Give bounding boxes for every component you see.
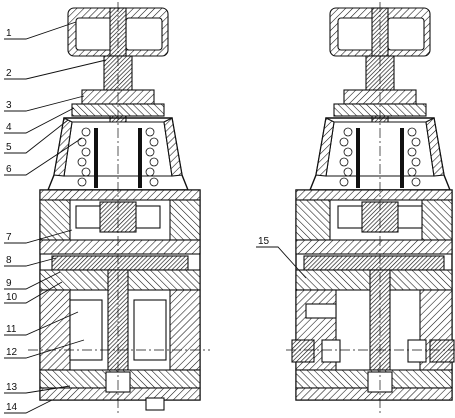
callout-5: 5 [4, 119, 69, 154]
callout-label-8: 8 [6, 255, 12, 266]
callout-1: 1 [4, 21, 77, 40]
callout-6: 6 [4, 137, 83, 176]
callout-label-9: 9 [6, 278, 12, 289]
callout-15: 15 [256, 236, 307, 279]
callout-14: 14 [4, 399, 53, 414]
callout-12: 12 [4, 339, 85, 359]
right-section-view [286, 2, 455, 416]
callout-label-15: 15 [258, 236, 270, 247]
callout-4: 4 [4, 107, 75, 134]
callout-label-3: 3 [6, 100, 12, 111]
valve-body-right [295, 189, 453, 401]
callout-label-10: 10 [6, 292, 18, 303]
callout-label-5: 5 [6, 142, 12, 153]
callout-2: 2 [4, 59, 107, 80]
callout-11: 11 [4, 311, 79, 336]
valve-body [39, 189, 201, 411]
callout-3: 3 [4, 95, 85, 112]
callout-7: 7 [4, 229, 73, 244]
adjusting-knob [67, 7, 169, 57]
callout-label-4: 4 [6, 122, 12, 133]
left-section-view [28, 2, 210, 416]
range-springs-right [339, 127, 421, 188]
callout-label-13: 13 [6, 382, 18, 393]
callout-label-12: 12 [6, 347, 18, 358]
callout-label-11: 11 [6, 324, 17, 335]
callout-label-7: 7 [6, 232, 12, 243]
callout-10: 10 [4, 281, 63, 304]
callout-8: 8 [4, 255, 57, 267]
callout-label-2: 2 [6, 68, 12, 79]
side-port-plugs [291, 339, 455, 363]
callout-9: 9 [4, 271, 61, 290]
callout-label-6: 6 [6, 164, 12, 175]
callout-13: 13 [4, 382, 71, 394]
range-springs [77, 127, 159, 188]
callout-label-1: 1 [6, 28, 12, 39]
callout-label-14: 14 [6, 402, 18, 413]
adjusting-knob-right [329, 7, 431, 57]
